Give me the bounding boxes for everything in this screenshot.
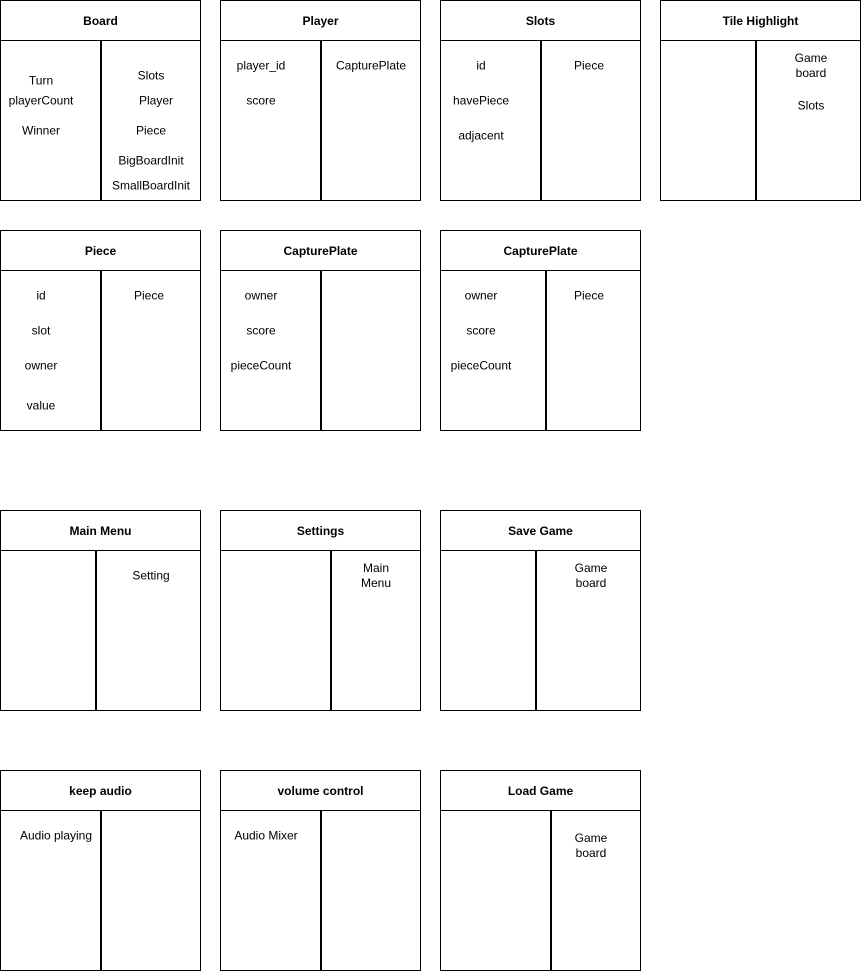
board-attr-turn: Turn (28, 73, 54, 88)
card-board: Board Turn playerCount Winner Slots Play… (0, 0, 201, 201)
player-attr-player-id: player_id (236, 58, 286, 73)
board-collab-bigboardinit: BigBoardInit (118, 153, 184, 168)
card-save-game: Save Game Game board (440, 510, 641, 711)
card-volume-control: volume control Audio Mixer (220, 770, 421, 971)
volume-control-attr-audio-mixer: Audio Mixer (234, 828, 298, 843)
captureplate-attr-owner: owner (244, 288, 278, 303)
board-attr-winner: Winner (21, 123, 61, 138)
tile-highlight-collab-slots: Slots (797, 98, 825, 113)
card-title: Settings (221, 511, 420, 551)
card-divider (545, 271, 547, 430)
captureplate-attr-piececount: pieceCount (450, 358, 512, 373)
tile-highlight-collab-game-board: Game board (794, 51, 828, 80)
card-slots: Slots id havePiece adjacent Piece (440, 0, 641, 201)
card-title: volume control (221, 771, 420, 811)
card-captureplate: CapturePlate owner score pieceCount Piec… (440, 230, 641, 431)
card-divider (540, 41, 542, 200)
card-title: keep audio (1, 771, 200, 811)
card-divider (95, 551, 97, 710)
keep-audio-attr-audio-playing: Audio playing (19, 828, 93, 843)
captureplate-attr-score: score (466, 323, 496, 338)
card-title: CapturePlate (441, 231, 640, 271)
captureplate-attr-piececount: pieceCount (230, 358, 292, 373)
slots-attr-id: id (476, 58, 486, 73)
card-divider (100, 41, 102, 200)
slots-collab-piece: Piece (573, 58, 605, 73)
captureplate-collab-piece: Piece (573, 288, 605, 303)
card-captureplate: CapturePlate owner score pieceCount (220, 230, 421, 431)
main-menu-collab-setting: Setting (132, 568, 170, 583)
card-title: Board (1, 1, 200, 41)
piece-attr-slot: slot (31, 323, 51, 338)
card-player: Player player_id score CapturePlate (220, 0, 421, 201)
card-divider (320, 41, 322, 200)
card-divider (330, 551, 332, 710)
card-title: CapturePlate (221, 231, 420, 271)
card-title: Main Menu (1, 511, 200, 551)
card-divider (320, 271, 322, 430)
save-game-collab-game-board: Game board (574, 561, 608, 590)
board-attr-playercount: playerCount (8, 93, 74, 108)
card-settings: Settings Main Menu (220, 510, 421, 711)
card-divider (100, 271, 102, 430)
player-attr-score: score (246, 93, 276, 108)
card-title: Slots (441, 1, 640, 41)
card-title: Load Game (441, 771, 640, 811)
card-divider (320, 811, 322, 970)
card-title: Player (221, 1, 420, 41)
slots-attr-adjacent: adjacent (458, 128, 504, 143)
board-collab-player: Player (138, 93, 174, 108)
captureplate-attr-owner: owner (464, 288, 498, 303)
card-divider (755, 41, 757, 200)
card-divider (535, 551, 537, 710)
card-divider (100, 811, 102, 970)
card-piece: Piece id slot owner value Piece (0, 230, 201, 431)
card-title: Piece (1, 231, 200, 271)
board-collab-smallboardinit: SmallBoardInit (111, 178, 191, 193)
load-game-collab-game-board: Game board (574, 831, 608, 860)
card-load-game: Load Game Game board (440, 770, 641, 971)
card-title: Save Game (441, 511, 640, 551)
board-collab-slots: Slots (137, 68, 165, 83)
piece-attr-value: value (26, 398, 56, 413)
card-divider (550, 811, 552, 970)
piece-collab-piece: Piece (133, 288, 165, 303)
player-collab-captureplate: CapturePlate (335, 58, 407, 73)
settings-collab-main-menu: Main Menu (360, 561, 392, 590)
captureplate-attr-score: score (246, 323, 276, 338)
slots-attr-havepiece: havePiece (452, 93, 510, 108)
card-keep-audio: keep audio Audio playing (0, 770, 201, 971)
board-collab-piece: Piece (135, 123, 167, 138)
card-tile-highlight: Tile Highlight Game board Slots (660, 0, 861, 201)
card-main-menu: Main Menu Setting (0, 510, 201, 711)
piece-attr-owner: owner (24, 358, 58, 373)
card-title: Tile Highlight (661, 1, 860, 41)
piece-attr-id: id (36, 288, 46, 303)
